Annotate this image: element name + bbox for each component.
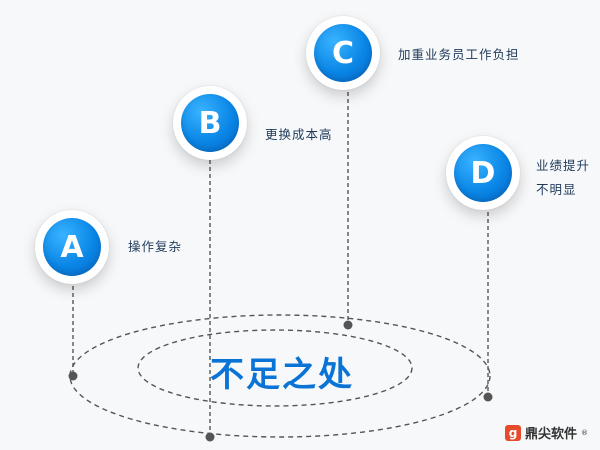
node-a-letter: A (43, 218, 101, 276)
label-c: 加重业务员工作负担 (398, 47, 520, 62)
label-d: 业绩提升 不明显 (536, 154, 590, 202)
node-d-letter: D (454, 144, 512, 202)
label-a: 操作复杂 (128, 239, 183, 254)
node-b-letter: B (181, 94, 239, 152)
node-c-letter: C (314, 24, 372, 82)
dot-a (68, 371, 78, 381)
logo-text: 鼎尖软件 (524, 427, 577, 442)
label-d-line2: 不明显 (536, 182, 577, 197)
node-a: A (35, 210, 109, 284)
label-d-line1: 业绩提升 (536, 158, 591, 173)
brand-logo: g 鼎尖软件 ® (504, 423, 588, 442)
node-b: B (173, 86, 247, 160)
node-d: D (446, 136, 520, 210)
inner-ellipse (137, 329, 413, 407)
dot-d (483, 392, 493, 402)
label-b: 更换成本高 (265, 127, 333, 142)
node-c: C (306, 16, 380, 90)
outer-ellipse (69, 314, 491, 438)
logo-mark-icon: g (504, 424, 521, 441)
logo-registered-mark: ® (581, 428, 588, 437)
diagram-title: 不足之处 (210, 355, 354, 395)
dot-c (343, 320, 353, 330)
dot-b (205, 432, 215, 442)
